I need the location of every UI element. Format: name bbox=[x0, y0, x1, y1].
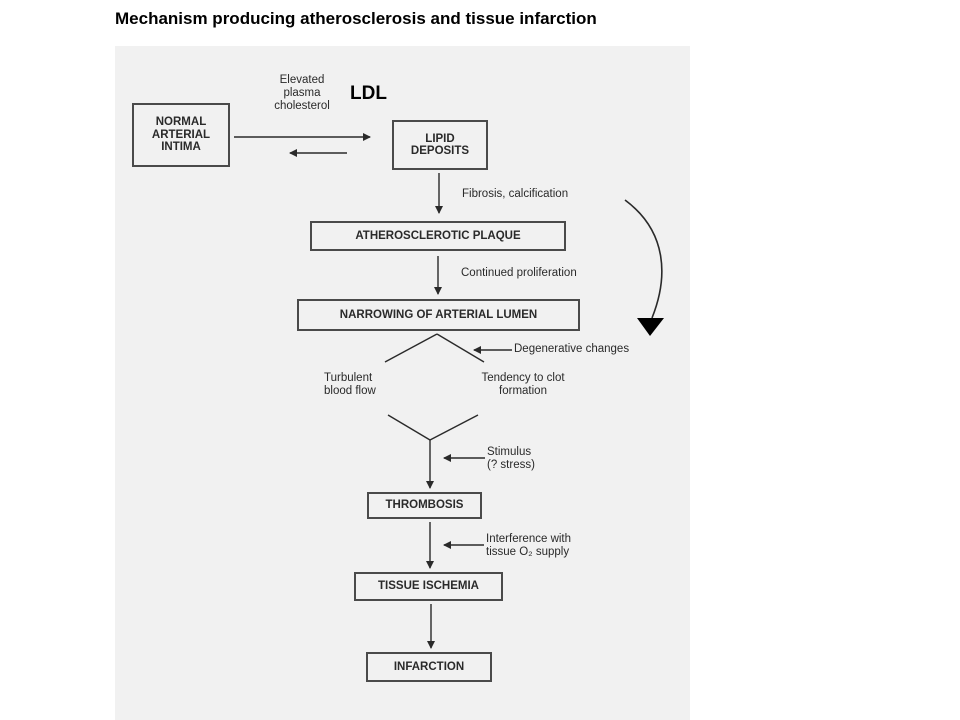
box-lipid-deposits: LIPID DEPOSITS bbox=[392, 120, 488, 170]
label-stimulus-stress: Stimulus (? stress) bbox=[487, 446, 535, 472]
label-degenerative-changes: Degenerative changes bbox=[514, 343, 630, 355]
label-turbulent-blood-flow: Turbulent blood flow bbox=[324, 372, 376, 398]
label-continued-proliferation: Continued proliferation bbox=[461, 267, 577, 279]
ldl-annotation: LDL bbox=[350, 83, 387, 104]
branch-right bbox=[436, 333, 485, 363]
label-tendency-clot-formation: Tendency to clot formation bbox=[481, 372, 565, 398]
box-normal-arterial-intima: NORMAL ARTERIAL INTIMA bbox=[132, 103, 230, 167]
label-fibrosis-calcification: Fibrosis, calcification bbox=[462, 188, 569, 200]
box-thrombosis: THROMBOSIS bbox=[367, 492, 482, 519]
box-infarction: INFARCTION bbox=[366, 652, 492, 682]
curved-arrowhead bbox=[637, 318, 664, 336]
label-interference-o2-supply: Interference with tissue O₂ supply bbox=[486, 533, 572, 559]
converge-right bbox=[429, 414, 479, 441]
label-elevated-cholesterol: Elevated plasma cholesterol bbox=[274, 74, 330, 113]
box-tissue-ischemia: TISSUE ISCHEMIA bbox=[354, 572, 503, 601]
branch-left bbox=[384, 333, 438, 363]
slide-title: Mechanism producing atherosclerosis and … bbox=[115, 9, 597, 28]
converge-left bbox=[387, 414, 431, 441]
box-atherosclerotic-plaque: ATHEROSCLEROTIC PLAQUE bbox=[310, 221, 566, 251]
curved-arrow-degenerative bbox=[624, 199, 663, 319]
box-narrowing-arterial-lumen: NARROWING OF ARTERIAL LUMEN bbox=[297, 299, 580, 331]
